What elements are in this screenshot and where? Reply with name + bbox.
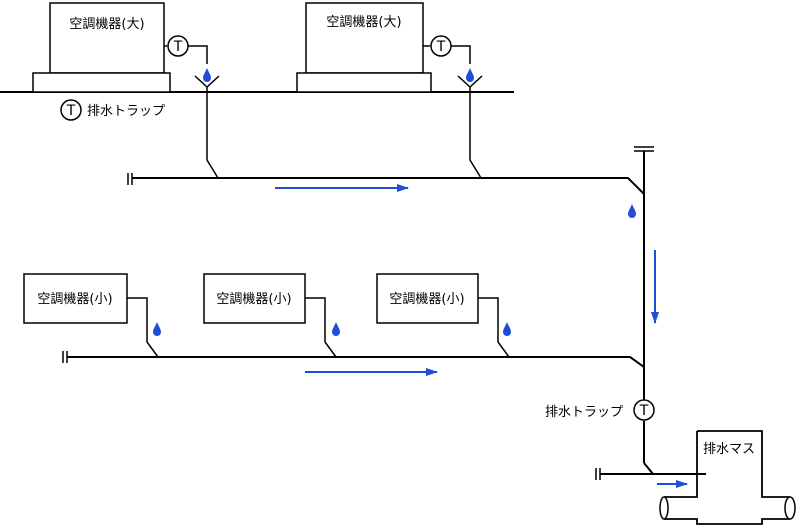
- water-drop-icon: [503, 322, 511, 336]
- trap-symbol-1-letter: T: [173, 39, 183, 55]
- legend-trap: T 排水トラップ: [60, 99, 165, 121]
- trap-symbol-2-letter: T: [436, 39, 446, 55]
- drop-pipe-large-2: [469, 87, 482, 179]
- large-unit-1-trap: T: [164, 35, 220, 89]
- large-unit-1-label: 空調機器(大): [69, 17, 144, 32]
- drop-pipe-small-3: [478, 297, 510, 358]
- water-drop-icon: [332, 322, 340, 336]
- water-drop-icon: [153, 322, 161, 336]
- small-unit-3-label: 空調機器(小): [389, 292, 464, 307]
- trap-symbol-stack: [633, 399, 655, 421]
- drop-pipe-large-1: [206, 87, 219, 179]
- small-unit-1-label: 空調機器(小): [37, 292, 112, 307]
- inlet-pipe-end: [659, 496, 669, 520]
- large-unit-2-base: [296, 72, 432, 93]
- drain-basin: 排水マス: [659, 430, 796, 525]
- bottom-inlet-pipe: [595, 468, 706, 480]
- small-unit-2: 空調機器(小): [203, 273, 340, 358]
- upper-drain-header: [127, 173, 645, 195]
- drain-basin-outline: [664, 430, 790, 525]
- water-drop-icon: [203, 68, 211, 82]
- large-unit-2-body: [305, 2, 424, 74]
- drop-pipe-small-1: [127, 297, 159, 358]
- drain-basin-label: 排水マス: [703, 442, 755, 457]
- large-unit-2: 空調機器(大): [296, 2, 432, 93]
- large-unit-2-label: 空調機器(大): [326, 15, 401, 30]
- large-unit-1-base: [32, 72, 171, 93]
- legend-trap-symbol: [60, 99, 82, 121]
- large-unit-2-trap: T: [423, 35, 483, 89]
- vertical-stack: [634, 146, 654, 475]
- legend-trap-label: 排水トラップ: [87, 104, 165, 119]
- stack-trap-label: 排水トラップ: [545, 405, 623, 420]
- legend-trap-letter: T: [66, 103, 76, 119]
- large-unit-1: 空調機器(大): [32, 2, 171, 93]
- outlet-pipe-end: [784, 496, 796, 520]
- large-unit-1-body: [49, 2, 165, 74]
- water-drop-icon: [628, 204, 636, 218]
- small-unit-3: 空調機器(小): [376, 273, 511, 358]
- lower-drain-header: [62, 351, 645, 368]
- small-unit-1: 空調機器(小): [23, 273, 161, 358]
- drop-pipe-small-2: [305, 297, 337, 358]
- water-drop-icon: [466, 68, 474, 82]
- stack-trap: T 排水トラップ: [545, 399, 655, 421]
- small-unit-2-label: 空調機器(小): [216, 292, 291, 307]
- trap-symbol-stack-letter: T: [639, 403, 649, 419]
